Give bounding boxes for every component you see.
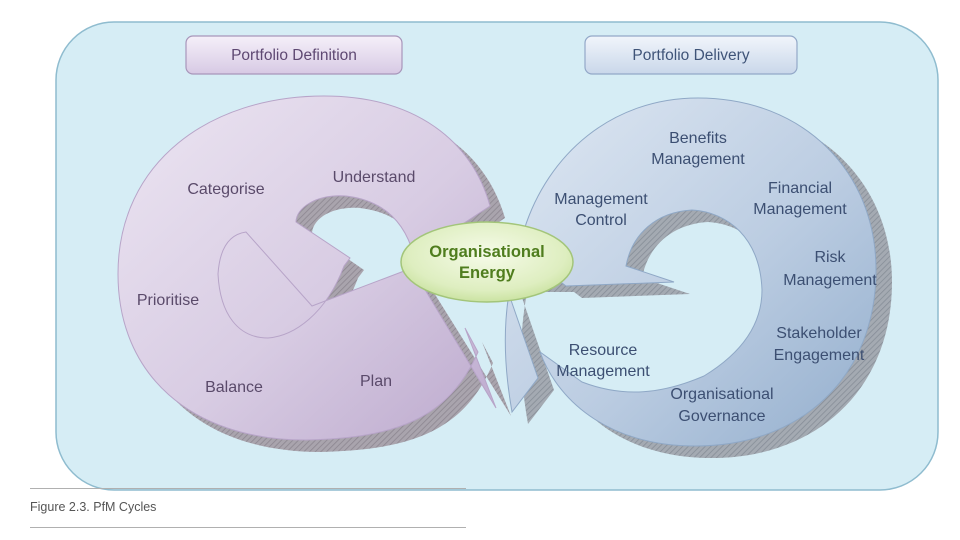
label-management-control-line1: Management [554,191,648,208]
header-label-right: Portfolio Delivery [632,47,749,64]
organisational-energy-hub: Organisational Energy [400,221,574,303]
header-portfolio-definition: Portfolio Definition [185,35,403,75]
portfolio-delivery-cycle [503,97,892,458]
label-stakeholder-line2: Engagement [774,347,865,364]
label-balance: Balance [205,379,263,396]
portfolio-definition-cycle [117,95,511,452]
label-categorise: Categorise [187,181,264,198]
label-stakeholder-line1: Stakeholder [776,325,862,342]
label-risk-line2: Management [783,272,877,289]
figure-caption: Figure 2.3. PfM Cycles [30,500,157,514]
label-financial-line1: Financial [768,180,832,197]
label-financial-line2: Management [753,201,847,218]
center-label-line2: Energy [459,264,516,282]
caption-rule-bottom [30,527,466,528]
label-management-control-line2: Control [575,212,627,229]
center-label-line1: Organisational [429,243,545,261]
label-benefits-line2: Management [651,151,745,168]
label-resource-line2: Management [556,363,650,380]
caption-rule-top [30,488,466,489]
right-cycle-shape [503,97,877,447]
label-risk-line1: Risk [814,249,846,266]
header-portfolio-delivery: Portfolio Delivery [584,35,798,75]
label-governance-line2: Governance [678,408,765,425]
label-understand: Understand [333,169,416,186]
left-cycle-shape [117,95,497,441]
label-benefits-line1: Benefits [669,130,727,147]
header-label-left: Portfolio Definition [231,47,357,64]
label-plan: Plan [360,373,392,390]
label-prioritise: Prioritise [137,292,199,309]
label-governance-line1: Organisational [670,386,773,403]
label-resource-line1: Resource [569,342,638,359]
